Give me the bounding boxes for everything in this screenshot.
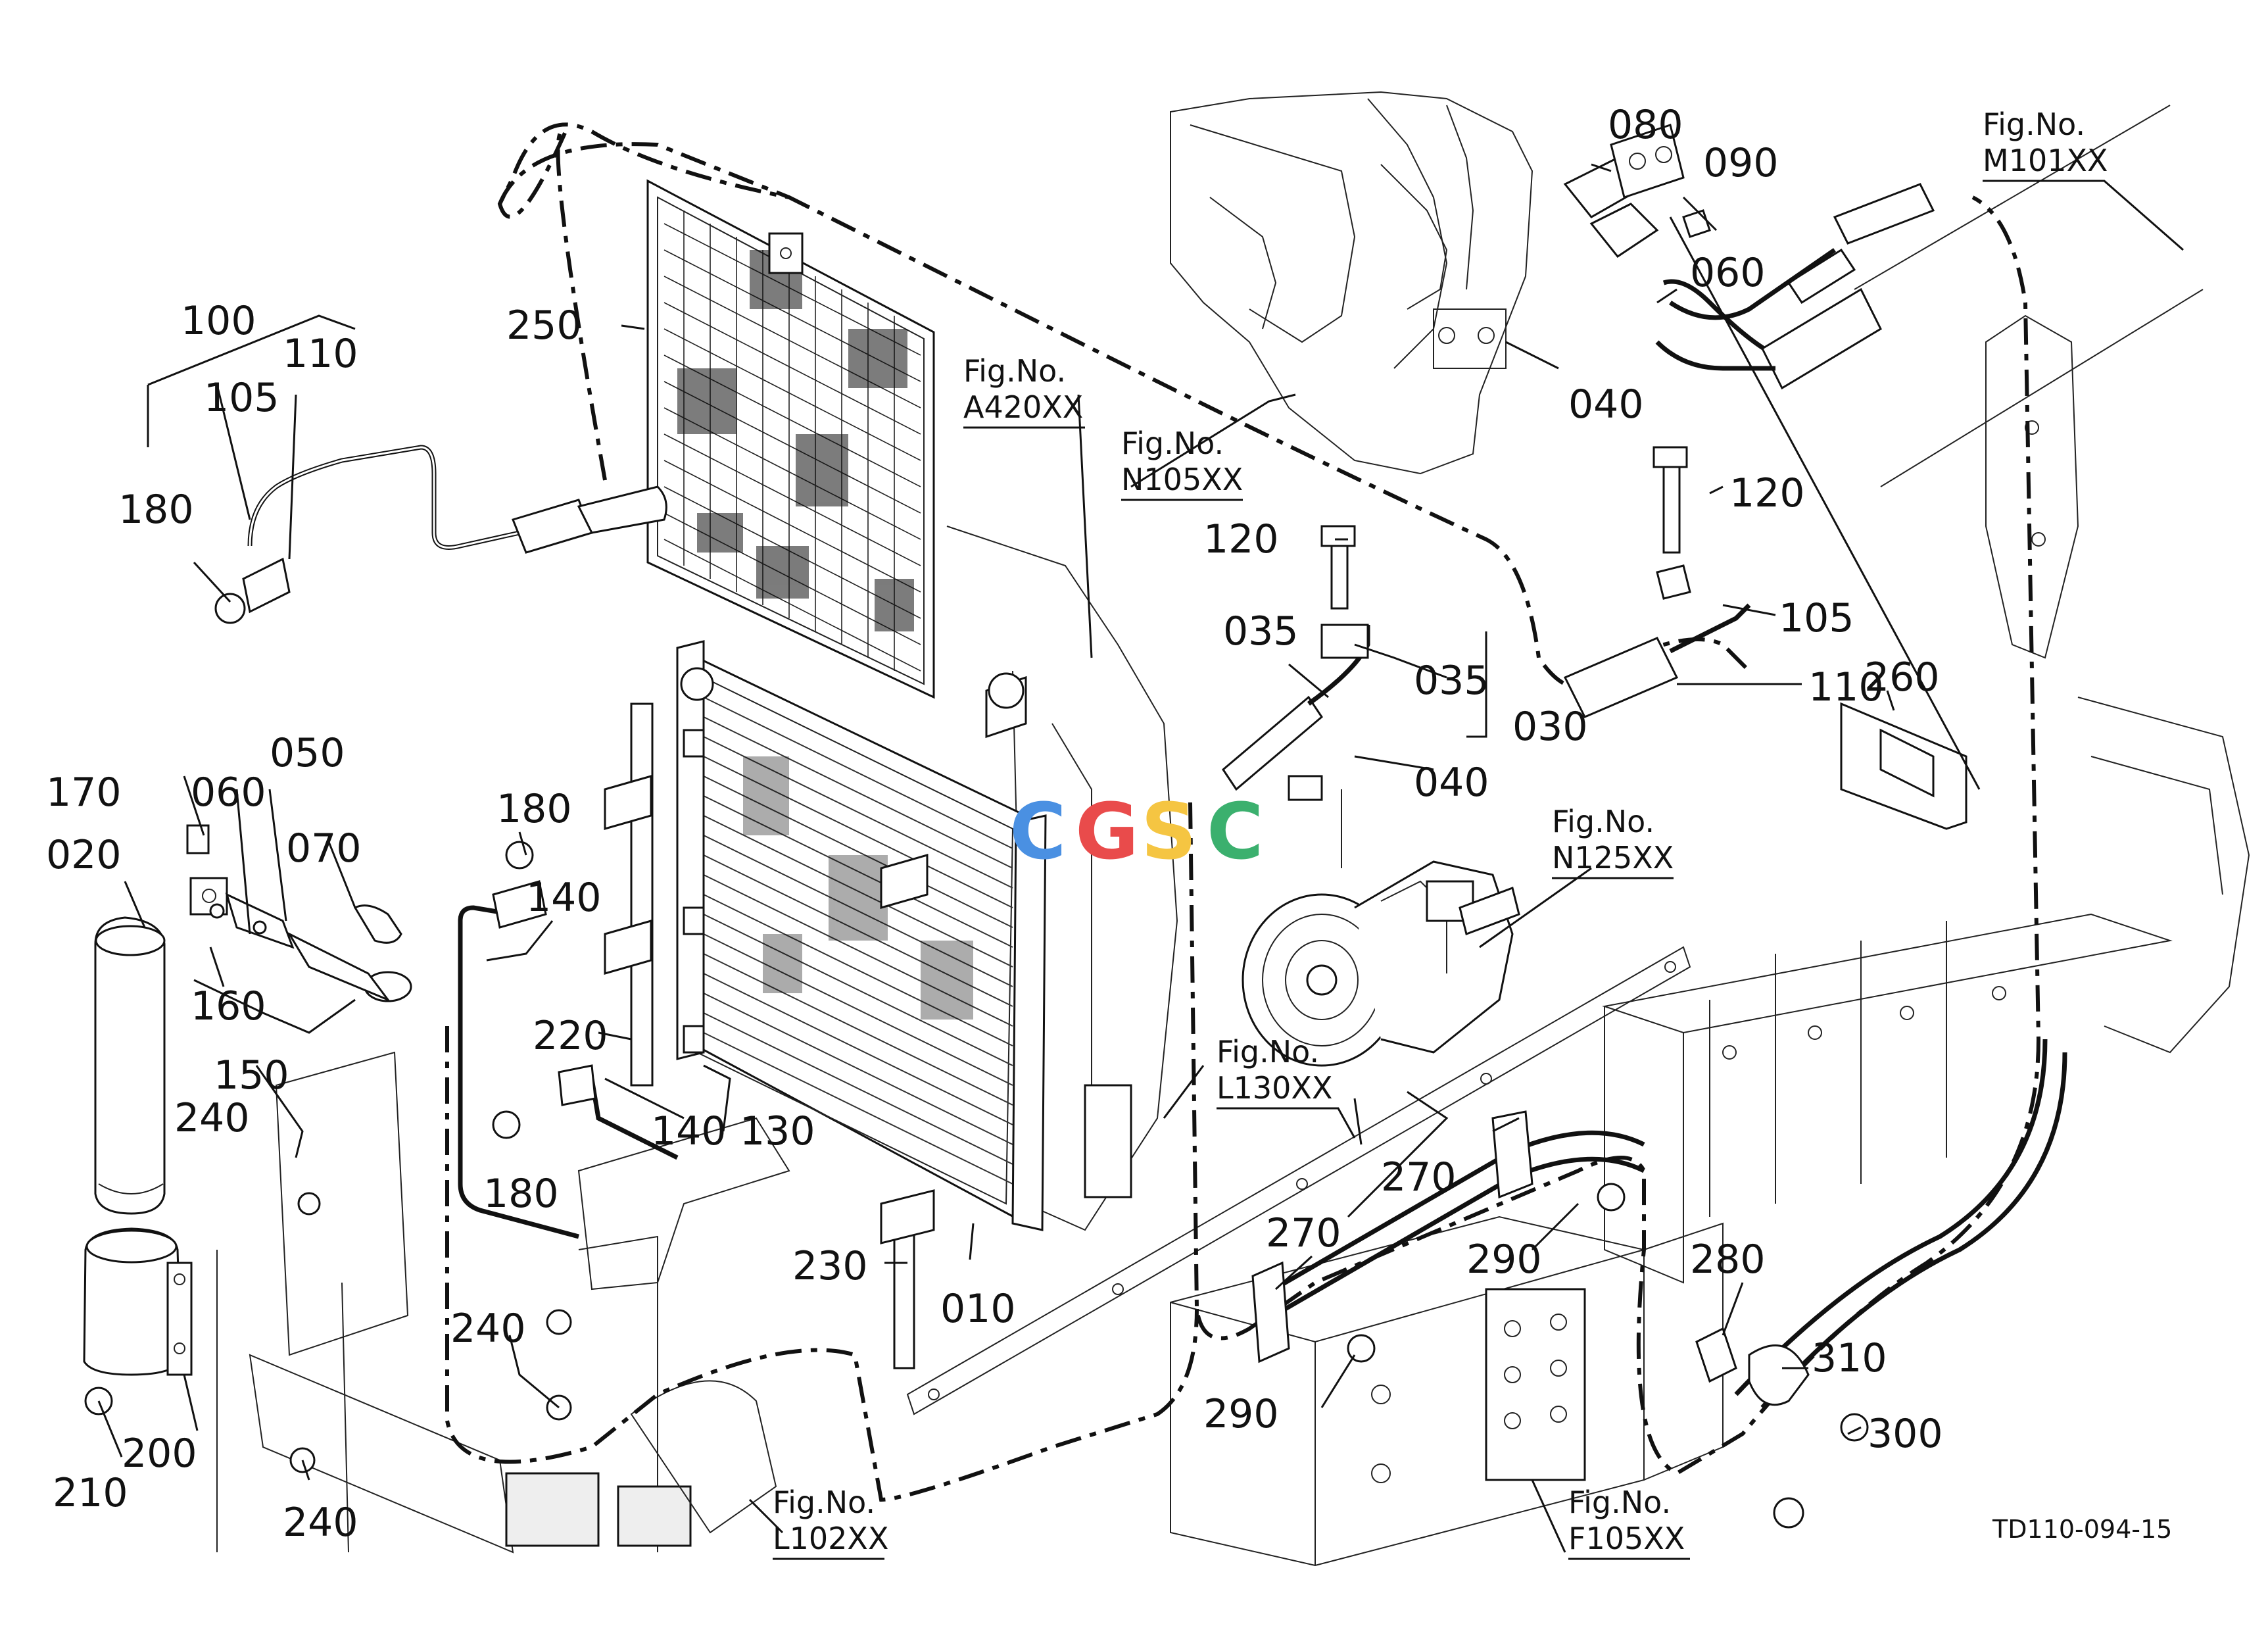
svg-text:L102XX: L102XX [773,1521,888,1556]
part-label-110-left: 110 [283,331,358,377]
svg-text:A420XX: A420XX [963,389,1083,425]
svg-text:Fig.No.: Fig.No. [1568,1485,1671,1520]
part-label-220: 220 [533,1013,608,1059]
part-label-060-right: 060 [1690,250,1766,296]
svg-text:F105XX: F105XX [1568,1521,1685,1556]
part-label-035-left: 035 [1223,608,1299,654]
svg-text:L130XX: L130XX [1217,1070,1332,1106]
part-label-120-right: 120 [1729,470,1805,516]
pressure-switch-assembly [186,824,412,1002]
cgsc-watermark: C G S C [1009,786,1264,877]
part-label-105-right: 105 [1779,595,1854,641]
part-label-200: 200 [122,1431,197,1477]
part-label-300: 300 [1868,1411,1943,1457]
fig-ref-l130: Fig.No. L130XX [1217,1034,1356,1139]
part-label-180-top: 180 [118,487,194,533]
part-label-080: 080 [1608,102,1683,148]
fig-ref-m101: Fig.No. M101XX [1983,107,2184,251]
part-label-040-top: 040 [1568,381,1644,428]
part-label-290-upper: 290 [1466,1237,1542,1283]
svg-text:Fig.No.: Fig.No. [1983,107,2085,142]
part-label-140-top: 140 [526,875,602,921]
watermark-letter-3: S [1141,786,1197,877]
condenser-screen [646,179,935,699]
fig-ref-n125: Fig.No. N125XX [1552,804,1674,879]
fig-ref-a420: Fig.No. A420XX [963,353,1085,429]
condenser-core [604,640,1047,1369]
part-label-260: 260 [1864,654,1940,701]
svg-text:Fig.No.: Fig.No. [1217,1034,1319,1069]
part-label-270-lower: 270 [1266,1210,1341,1256]
part-label-120-left: 120 [1203,516,1279,562]
svg-text:Fig.No.: Fig.No. [1552,804,1654,839]
part-label-180-bottom: 180 [483,1171,559,1217]
part-label-150: 150 [214,1052,289,1098]
part-label-020: 020 [46,832,122,878]
watermark-letter-1: C [1009,786,1067,877]
svg-text:Fig.No.: Fig.No. [963,353,1066,389]
part-label-040-mid: 040 [1414,760,1489,806]
svg-text:N105XX: N105XX [1121,462,1243,497]
part-label-070: 070 [286,825,362,872]
fasteners-and-brackets [214,124,1967,1529]
watermark-letter-4: C [1207,786,1264,877]
figure-references: Fig.No. A420XX Fig.No. N105XX Fig.No. M1… [773,107,2184,1560]
leader-lines [97,163,1981,1553]
part-label-010: 010 [940,1286,1016,1332]
fig-ref-l102: Fig.No. L102XX [773,1485,888,1560]
machine-frame-outline [216,91,2250,1567]
fig-ref-n105: Fig.No. N105XX [1121,426,1243,501]
part-label-240-bottom: 240 [283,1500,358,1546]
fig-ref-f105: Fig.No. F105XX [1568,1485,1690,1560]
compressor [1242,775,1520,1067]
svg-text:Fig.No.: Fig.No. [1121,426,1224,461]
hoses-and-pipes [247,157,2067,1410]
part-label-230: 230 [792,1243,868,1289]
part-label-310: 310 [1812,1335,1887,1381]
part-label-035-right: 035 [1414,658,1489,704]
part-label-270-upper: 270 [1381,1154,1457,1200]
part-label-130: 130 [740,1108,815,1154]
part-label-170: 170 [46,770,122,816]
part-label-090: 090 [1703,140,1779,186]
part-label-140-bottom: 140 [651,1108,727,1154]
part-label-180-mid: 180 [496,786,572,832]
part-label-240-left: 240 [174,1095,250,1141]
svg-text:Fig.No.: Fig.No. [773,1485,875,1520]
refrigerant-circuit-line [497,122,1751,689]
svg-text:M101XX: M101XX [1983,143,2108,178]
drawing-code: TD110-094-15 [1992,1515,2172,1544]
part-label-110-right: 110 [1808,664,1884,710]
part-label-105-left: 105 [204,375,279,421]
part-label-290-lower: 290 [1203,1391,1279,1437]
part-label-050: 050 [270,730,345,776]
part-label-240-center: 240 [450,1306,526,1352]
part-label-060-left: 060 [191,770,266,816]
part-label-100: 100 [181,298,256,344]
watermark-letter-2: G [1075,786,1139,877]
receiver-drier [83,916,193,1415]
part-label-280: 280 [1690,1237,1766,1283]
svg-text:N125XX: N125XX [1552,840,1674,875]
part-label-210: 210 [53,1470,128,1516]
part-label-030: 030 [1512,704,1588,750]
part-number-labels: 250 100 105 110 180 170 060 050 070 020 … [46,102,1943,1546]
part-label-250: 250 [506,303,582,349]
part-label-160: 160 [191,983,266,1029]
